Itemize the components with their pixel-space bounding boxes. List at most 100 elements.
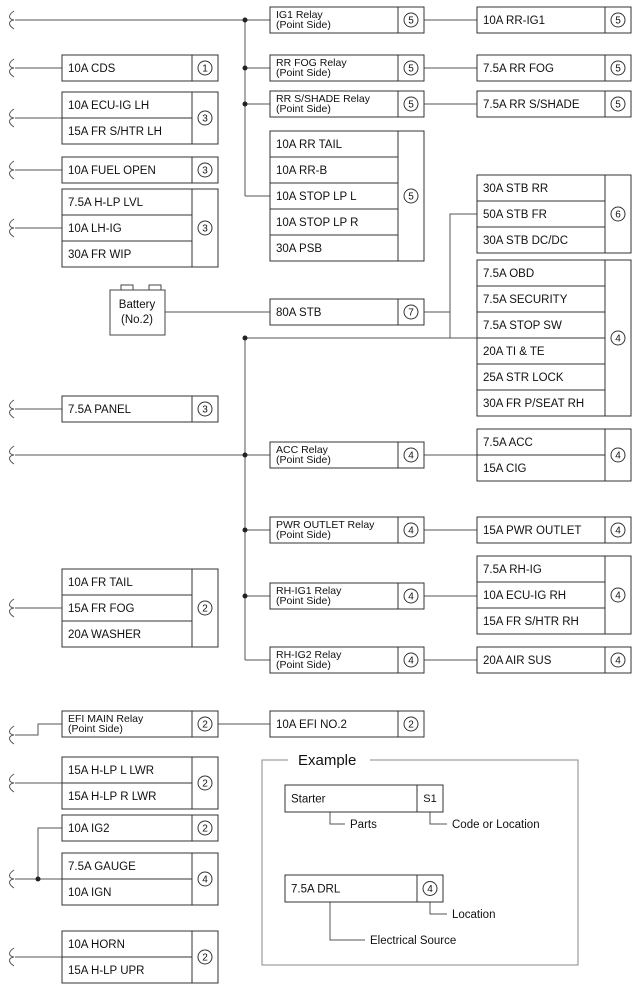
- fuse-label: 10A CDS: [68, 63, 116, 75]
- wires: [15, 19, 477, 958]
- fuse-label: 7.5A SECURITY: [483, 294, 568, 306]
- wire-end-icon: [9, 947, 15, 967]
- location-circle: [403, 96, 419, 112]
- wire-end-icon: [9, 218, 15, 238]
- relay-label: (Point Side): [276, 103, 331, 115]
- fuse-label: 15A FR S/HTR RH: [483, 616, 579, 628]
- relay-label: (Point Side): [276, 659, 331, 671]
- wire-end-icon: [9, 10, 15, 30]
- location-code: 3: [202, 405, 208, 416]
- location-code: 7: [408, 308, 414, 319]
- fuse-label: 80A STB: [276, 307, 322, 319]
- wire-end-icon: [9, 773, 15, 793]
- wire-end-squiggles: [9, 10, 15, 967]
- location-code: 2: [202, 824, 208, 835]
- fuse-label: 25A STR LOCK: [483, 372, 564, 384]
- location-circle: [197, 600, 213, 616]
- location-code: 5: [615, 16, 621, 27]
- relay-label: (Point Side): [68, 723, 123, 735]
- location-circle: [403, 12, 419, 28]
- location-circle: [403, 188, 419, 204]
- fuse-label: 20A WASHER: [68, 629, 141, 641]
- fuse-label: 30A STB DC/DC: [483, 235, 568, 247]
- fuse-label: 50A STB FR: [483, 209, 547, 221]
- location-code: 4: [408, 656, 414, 667]
- box-stb: 80A STB 7: [269, 298, 425, 326]
- location-code: 5: [408, 192, 414, 203]
- relay-label: IG1 Relay: [276, 9, 323, 21]
- location-code: 4: [615, 451, 621, 462]
- fuse-label: 30A FR WIP: [68, 249, 132, 261]
- fuse-label: 7.5A RR FOG: [483, 63, 554, 75]
- fuse-label: 10A RR TAIL: [276, 139, 343, 151]
- location-circle: [197, 401, 213, 417]
- fuse-label: 7.5A PANEL: [68, 404, 132, 416]
- box-rh-ig2-relay: RH-IG2 Relay(Point Side)4: [269, 646, 425, 674]
- location-circle: [610, 12, 626, 28]
- location-code: 4: [615, 591, 621, 602]
- location-circle: [197, 775, 213, 791]
- fuse-label: 20A TI & TE: [483, 346, 545, 358]
- fuse-label: 15A PWR OUTLET: [483, 525, 581, 537]
- wire-end-icon: [9, 869, 15, 889]
- relay-label: PWR OUTLET Relay: [276, 519, 375, 531]
- location-circle: [610, 447, 626, 463]
- wire-end-icon: [9, 160, 15, 180]
- location-code: 2: [202, 953, 208, 964]
- location-code: 4: [408, 592, 414, 603]
- box-rr-shade-relay: RR S/SHADE Relay(Point Side) 5: [269, 90, 425, 118]
- location-code: 4: [408, 526, 414, 537]
- fuse-label: 10A EFI NO.2: [276, 719, 347, 731]
- location-circle: [403, 522, 419, 538]
- fuse-label: 10A RR-IG1: [483, 15, 545, 27]
- fuse-label: 10A HORN: [68, 939, 125, 951]
- fuse-label: 10A LH-IG: [68, 223, 122, 235]
- location-circle: [610, 652, 626, 668]
- box-rr-ig1: 10A RR-IG1 5: [476, 6, 632, 34]
- fuse-label: 15A FR FOG: [68, 603, 135, 615]
- location-code: 2: [202, 604, 208, 615]
- wire-end-icon: [9, 725, 15, 745]
- box-acc-relay: ACC Relay(Point Side)4: [269, 441, 425, 469]
- location-code: 5: [408, 16, 414, 27]
- relay-label: ACC Relay: [276, 444, 329, 456]
- relay-label: RR S/SHADE Relay: [276, 93, 371, 105]
- location-code: 3: [202, 114, 208, 125]
- location-circle: [197, 162, 213, 178]
- relay-label: (Point Side): [276, 595, 331, 607]
- box-efi-main: EFI MAIN Relay(Point Side) 2: [61, 710, 219, 738]
- location-circle: [610, 330, 626, 346]
- fuse-label: 7.5A H-LP LVL: [68, 197, 144, 209]
- location-circle: [610, 587, 626, 603]
- location-code: 5: [408, 100, 414, 111]
- fuse-label: 15A H-LP L LWR: [68, 765, 154, 777]
- fuse-label: 7.5A DRL: [291, 884, 341, 896]
- location-circle: [403, 447, 419, 463]
- location-circle: [403, 304, 419, 320]
- location-code: 2: [202, 720, 208, 731]
- example-code-location-label: Code or Location: [452, 819, 540, 831]
- wire-end-icon: [9, 445, 15, 465]
- fuse-label: 10A STOP LP R: [276, 217, 358, 229]
- location-code: 5: [408, 64, 414, 75]
- location-circle: [197, 949, 213, 965]
- box-panel: 7.5A PANEL 3: [61, 395, 219, 423]
- example-location-label: Location: [452, 909, 495, 921]
- battery-symbol: Battery (No.2): [109, 284, 166, 336]
- location-code: 4: [202, 875, 208, 886]
- fuse-label: 10A IGN: [68, 887, 111, 899]
- relay-label: EFI MAIN Relay: [68, 713, 144, 725]
